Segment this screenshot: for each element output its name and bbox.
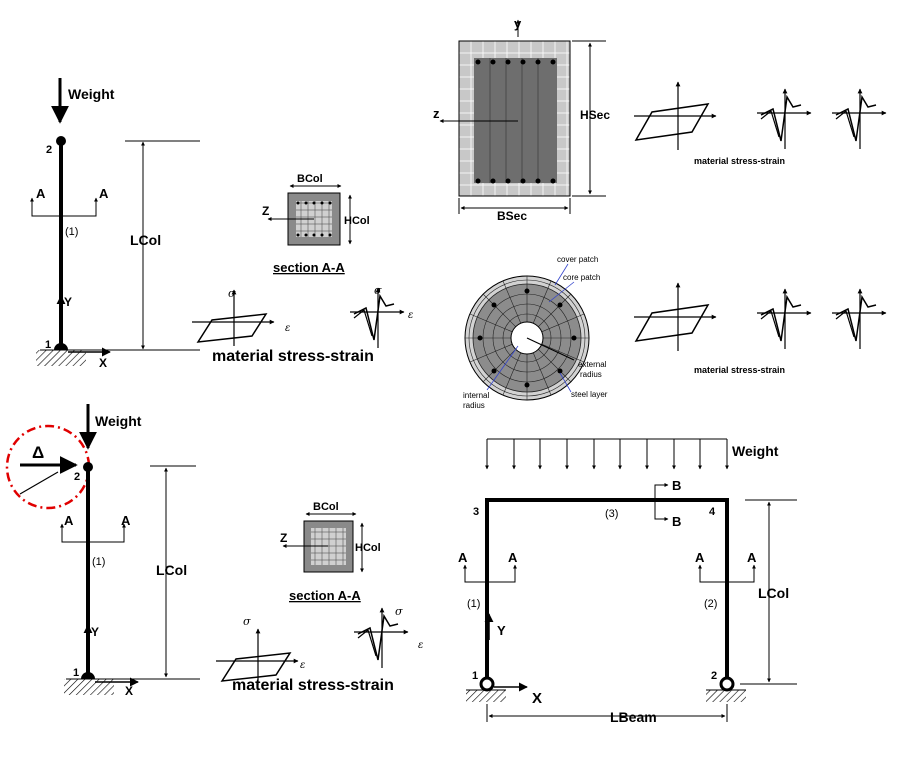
section-mark-a-left: A bbox=[64, 513, 74, 528]
node-1-label: 1 bbox=[73, 667, 79, 679]
lbeam-label: LBeam bbox=[610, 709, 657, 725]
section-mark-a-left: A bbox=[36, 186, 46, 201]
element-1-label: (1) bbox=[65, 226, 78, 238]
axis-z-label: Z bbox=[262, 204, 269, 218]
delta-highlight-circle bbox=[5, 424, 91, 510]
section-mark-a-right: A bbox=[99, 186, 109, 201]
epsilon-label: ε bbox=[418, 640, 423, 651]
epsilon-label: ε bbox=[300, 660, 305, 671]
lcol-label: LCol bbox=[758, 585, 789, 601]
node-1-label: 1 bbox=[472, 670, 478, 682]
epsilon-label: ε bbox=[408, 310, 413, 321]
weight-label: Weight bbox=[95, 413, 142, 429]
material-stress-strain-label: material stress-strain bbox=[212, 348, 374, 365]
epsilon-label: ε bbox=[285, 323, 290, 334]
node-2-label: 2 bbox=[711, 670, 717, 682]
node-2 bbox=[83, 462, 93, 472]
element-3-label: (3) bbox=[605, 508, 618, 520]
circ-material-curves: material stress-strain bbox=[634, 283, 886, 375]
node-2-label: 2 bbox=[46, 144, 52, 156]
hcol-label: HCol bbox=[355, 542, 381, 554]
top-section-a-a: BCol Z HCol section A-A bbox=[262, 173, 370, 275]
axis-y-label: Y bbox=[497, 623, 506, 638]
section-a-a-title: section A-A bbox=[273, 260, 345, 275]
section-mark-b-top: B bbox=[672, 478, 681, 493]
bcol-label: BCol bbox=[313, 501, 339, 513]
internal-radius-label-line2: radius bbox=[463, 401, 485, 410]
section-mark-b-bottom: B bbox=[672, 514, 681, 529]
sigma-label: σ bbox=[228, 287, 236, 300]
element-1-label: (1) bbox=[92, 556, 105, 568]
hsec-label: HSec bbox=[580, 108, 610, 122]
axis-x-label: X bbox=[532, 690, 542, 707]
axis-x-label: X bbox=[99, 356, 107, 370]
circular-fiber-section: cover patch core patch external radius i… bbox=[463, 255, 608, 410]
bottom-section-a-a: BCol Z HCol section A-A bbox=[280, 501, 381, 603]
bcol-label: BCol bbox=[297, 173, 323, 185]
bsec-label: BSec bbox=[497, 209, 527, 223]
element-2-label: (2) bbox=[704, 598, 717, 610]
node-2-label: 2 bbox=[74, 471, 80, 483]
sigma-label: σ bbox=[374, 284, 382, 297]
node-4-label: 4 bbox=[709, 506, 716, 518]
weight-label: Weight bbox=[68, 86, 115, 102]
steel-layer-label: steel layer bbox=[571, 390, 608, 399]
weight-label: Weight bbox=[732, 443, 779, 459]
internal-radius-label: internal bbox=[463, 391, 489, 400]
rect-fiber-section: y z HSec BSec bbox=[433, 16, 610, 223]
bottom-material-curves: σ ε σ ε material stress-strain bbox=[216, 605, 423, 694]
bottom-column-model: Weight Δ 2 A A (1) Y X 1 LCol bbox=[5, 404, 200, 698]
node-3-label: 3 bbox=[473, 506, 479, 518]
axis-y-label: Y bbox=[91, 625, 99, 639]
lcol-label: LCol bbox=[156, 562, 187, 578]
top-column-model: Weight 2 A A (1) Y X 1 LCol bbox=[30, 78, 200, 370]
section-mark-a-right: A bbox=[747, 550, 757, 565]
portal-frame-model: Weight 3 4 (3) B B A A A A (1) (2) Y X 1… bbox=[458, 438, 797, 725]
element-1-label: (1) bbox=[467, 598, 480, 610]
hcol-label: HCol bbox=[344, 215, 370, 227]
delta-label: Δ bbox=[32, 443, 44, 462]
circ-material-label: material stress-strain bbox=[694, 365, 785, 375]
section-mark-a-left: A bbox=[695, 550, 705, 565]
section-mark-a-left: A bbox=[458, 550, 468, 565]
cover-patch-label: cover patch bbox=[557, 255, 598, 264]
top-material-curves: σ ε σ ε material stress-strain bbox=[192, 284, 413, 365]
section-z-axis-label: z bbox=[433, 106, 440, 121]
rect-material-curves: material stress-strain bbox=[634, 82, 886, 166]
external-radius-label-line2: radius bbox=[580, 370, 602, 379]
axis-z-label: Z bbox=[280, 531, 287, 545]
sigma-label: σ bbox=[395, 605, 403, 618]
section-a-a-title: section A-A bbox=[289, 588, 361, 603]
sigma-label: σ bbox=[243, 615, 251, 628]
axis-x-label: X bbox=[125, 684, 133, 698]
section-mark-a-right: A bbox=[508, 550, 518, 565]
rect-material-label: material stress-strain bbox=[694, 156, 785, 166]
node-1-label: 1 bbox=[45, 339, 51, 351]
axis-y-label: Y bbox=[64, 295, 72, 309]
node-2 bbox=[56, 136, 66, 146]
lcol-label: LCol bbox=[130, 232, 161, 248]
external-radius-label: external bbox=[578, 360, 607, 369]
core-patch-label: core patch bbox=[563, 273, 600, 282]
section-y-axis-label: y bbox=[514, 16, 522, 31]
section-mark-a-right: A bbox=[121, 513, 131, 528]
material-stress-strain-label: material stress-strain bbox=[232, 677, 394, 694]
